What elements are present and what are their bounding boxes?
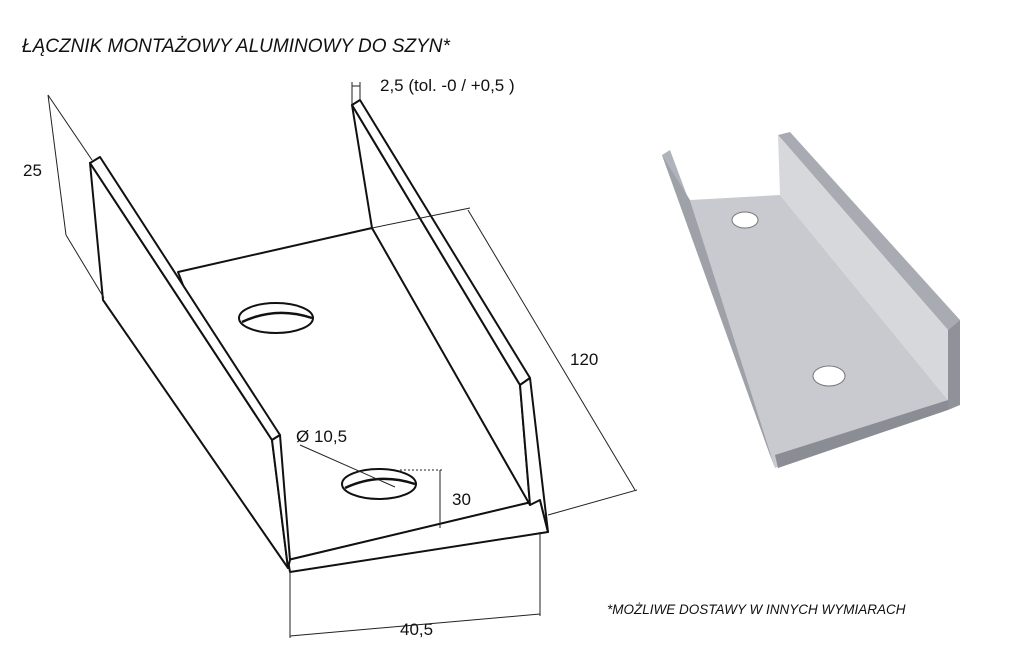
length-label: 120 bbox=[570, 350, 599, 369]
product-render bbox=[662, 132, 960, 468]
width-label: 40,5 bbox=[400, 620, 434, 639]
left-wall-front-thickness bbox=[271, 434, 291, 569]
hole-front bbox=[341, 468, 417, 500]
right-wall-front bbox=[519, 377, 549, 533]
hole-back bbox=[238, 302, 314, 334]
drawing-title: ŁĄCZNIK MONTAŻOWY ALUMINOWY DO SZYN* bbox=[22, 36, 450, 57]
thickness-label: 2,5 (tol. -0 / +0,5 ) bbox=[380, 76, 515, 95]
height-label: 25 bbox=[23, 161, 42, 180]
availability-note: *MOŻLIWE DOSTAWY W INNYCH WYMIARACH bbox=[607, 602, 906, 617]
hole-offset-label: 30 bbox=[452, 490, 471, 509]
hole-diameter-label: Ø 10,5 bbox=[296, 427, 348, 446]
